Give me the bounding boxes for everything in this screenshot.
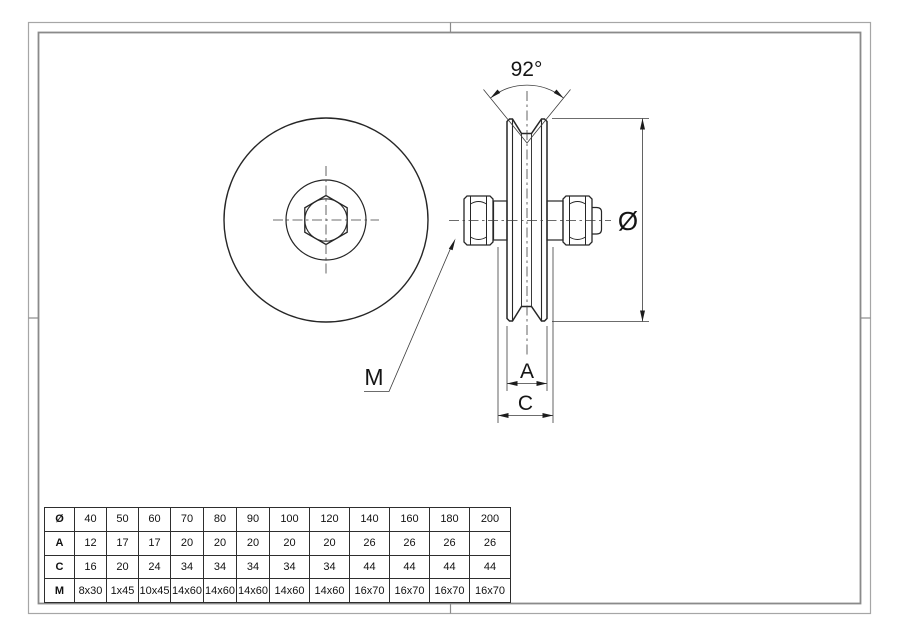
table-row-c: C 16 20 24 34 34 34 34 34 44 44 44 44 <box>44 554 511 580</box>
table-cell: 8x30 <box>74 578 107 603</box>
table-cell: 14x60 <box>309 578 350 603</box>
size-table: Ø 40 50 60 70 80 90 100 120 140 160 180 … <box>44 507 511 603</box>
front-view <box>223 117 429 323</box>
table-cell: 140 <box>349 507 390 532</box>
table-cell: 17 <box>138 530 171 556</box>
row-label-c: C <box>44 554 75 580</box>
row-label-a: A <box>44 530 75 556</box>
wheel-outer-circle <box>223 117 429 323</box>
table-cell: 20 <box>106 554 139 580</box>
table-cell: 80 <box>203 507 237 532</box>
m-leader: M <box>364 238 456 392</box>
table-cell: 34 <box>203 554 237 580</box>
table-cell: 44 <box>389 554 430 580</box>
table-cell: 14x60 <box>203 578 237 603</box>
table-row-a: A 12 17 17 20 20 20 20 20 26 26 26 26 <box>44 530 511 556</box>
table-cell: 26 <box>469 530 511 556</box>
groove-root-edges <box>521 133 532 307</box>
drawing-frame <box>27 21 872 615</box>
table-cell: 44 <box>349 554 390 580</box>
table-cell: 17 <box>106 530 139 556</box>
row-label-diameter: Ø <box>44 507 75 532</box>
table-cell: 26 <box>389 530 430 556</box>
table-cell: 20 <box>170 530 204 556</box>
table-cell: 44 <box>429 554 470 580</box>
table-cell: 14x60 <box>269 578 310 603</box>
table-cell: 34 <box>309 554 350 580</box>
side-view <box>449 91 611 357</box>
table-cell: 20 <box>269 530 310 556</box>
m-label: M <box>364 364 383 390</box>
table-cell: 24 <box>138 554 171 580</box>
table-cell: 90 <box>236 507 270 532</box>
table-cell: 16x70 <box>389 578 430 603</box>
table-cell: 16x70 <box>469 578 511 603</box>
diameter-arrow-top <box>640 118 645 130</box>
a-label: A <box>520 360 534 383</box>
table-cell: 50 <box>106 507 139 532</box>
c-dimension: C <box>497 247 554 423</box>
m-leader-arrow <box>448 238 456 251</box>
diameter-dimension: Ø <box>552 118 649 322</box>
a-dimension: A <box>506 326 548 391</box>
table-cell: 20 <box>309 530 350 556</box>
c-label: C <box>518 392 533 415</box>
table-cell: 26 <box>349 530 390 556</box>
table-row-m: M 8x30 1x45 10x45 14x60 14x60 14x60 14x6… <box>44 578 511 603</box>
front-centerlines <box>273 166 379 274</box>
table-cell: 14x60 <box>236 578 270 603</box>
angle-label: 92° <box>511 58 543 81</box>
table-cell: 12 <box>74 530 107 556</box>
table-cell: 100 <box>269 507 310 532</box>
table-cell: 34 <box>170 554 204 580</box>
rim-inner-edges <box>511 119 543 321</box>
table-cell: 200 <box>469 507 511 532</box>
table-cell: 34 <box>236 554 270 580</box>
table-cell: 16x70 <box>429 578 470 603</box>
table-cell: 160 <box>389 507 430 532</box>
table-cell: 16x70 <box>349 578 390 603</box>
table-cell: 1x45 <box>106 578 139 603</box>
table-cell: 180 <box>429 507 470 532</box>
table-cell: 70 <box>170 507 204 532</box>
table-cell: 40 <box>74 507 107 532</box>
table-row-diameter: Ø 40 50 60 70 80 90 100 120 140 160 180 … <box>44 507 511 532</box>
table-cell: 20 <box>236 530 270 556</box>
row-label-m: M <box>44 578 75 603</box>
table-cell: 120 <box>309 507 350 532</box>
table-cell: 20 <box>203 530 237 556</box>
side-centerlines <box>449 91 611 357</box>
table-cell: 26 <box>429 530 470 556</box>
table-cell: 44 <box>469 554 511 580</box>
diameter-label: Ø <box>618 206 638 236</box>
frame-center-ticks <box>28 22 871 614</box>
diameter-arrow-bottom <box>640 310 645 322</box>
table-cell: 14x60 <box>170 578 204 603</box>
angle-arrow-right <box>553 89 564 99</box>
angle-arrow-left <box>490 89 501 99</box>
angle-dimension: 92° <box>483 58 571 144</box>
table-cell: 60 <box>138 507 171 532</box>
table-cell: 34 <box>269 554 310 580</box>
v-groove-wheel-profile <box>506 118 548 322</box>
table-cell: 10x45 <box>138 578 171 603</box>
table-cell: 16 <box>74 554 107 580</box>
